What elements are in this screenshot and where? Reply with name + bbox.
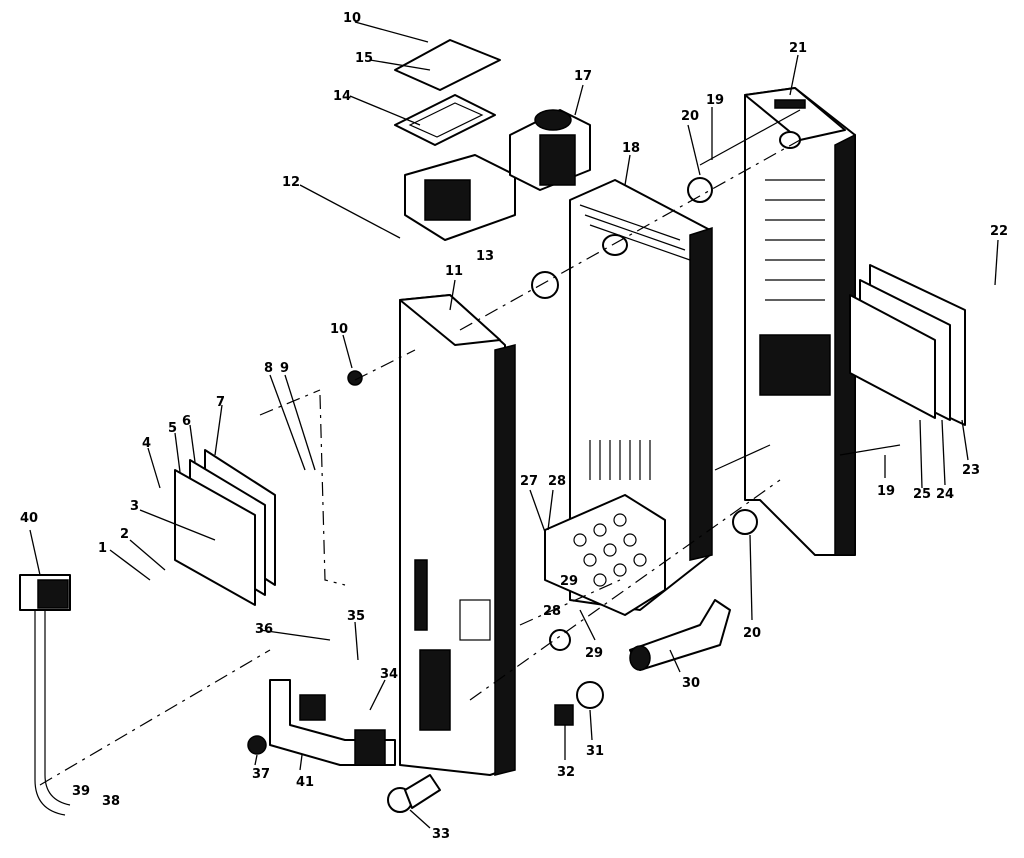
callout-5: 5 [168, 421, 177, 436]
leader-lines [29, 21, 999, 829]
callout-30: 30 [682, 676, 700, 691]
callout-labels: 1 2 3 4 5 6 7 8 9 10 10 11 12 13 14 15 1… [20, 11, 1008, 842]
callout-33: 33 [432, 827, 450, 842]
callout-19-top: 19 [706, 93, 724, 108]
callout-15: 15 [355, 51, 373, 66]
callout-14: 14 [333, 89, 351, 104]
callout-21: 21 [789, 41, 807, 56]
part-13-top-housing [404, 109, 591, 241]
callout-39: 39 [72, 784, 90, 799]
callout-18: 18 [622, 141, 640, 156]
callout-4: 4 [142, 436, 151, 451]
callout-20-top: 20 [681, 109, 699, 124]
callout-25: 25 [913, 487, 931, 502]
callout-31: 31 [586, 744, 604, 759]
callout-23: 23 [962, 463, 980, 478]
callout-27: 27 [520, 474, 538, 489]
part-40-control-tube [19, 574, 71, 816]
callout-7: 7 [216, 395, 225, 410]
callout-6: 6 [182, 414, 191, 429]
callout-10-left: 10 [330, 322, 348, 337]
rods [699, 109, 901, 471]
callout-20-bottom: 20 [743, 626, 761, 641]
callout-38: 38 [102, 794, 120, 809]
callout-17: 17 [574, 69, 592, 84]
fittings [247, 177, 758, 813]
callout-28-top: 28 [548, 474, 566, 489]
part-18-exchanger-panel [569, 179, 713, 611]
callout-11: 11 [445, 264, 463, 279]
part-23-25-side-plates [849, 264, 966, 426]
callout-28-mid: 28 [543, 604, 561, 619]
callout-9: 9 [280, 361, 289, 376]
callout-8: 8 [264, 361, 273, 376]
callout-29-left: 29 [585, 646, 603, 661]
callout-24: 24 [936, 487, 954, 502]
callout-36: 36 [255, 622, 273, 637]
callout-13: 13 [476, 249, 494, 264]
part-5-7-access-panel [174, 449, 276, 606]
part-29-burner-tray [544, 494, 666, 616]
callout-19-bottom: 19 [877, 484, 895, 499]
callout-1: 1 [98, 541, 107, 556]
part-30-connector [629, 599, 731, 671]
callout-34: 34 [380, 667, 398, 682]
callout-41: 41 [296, 775, 314, 790]
callout-40: 40 [20, 511, 38, 526]
callout-29-right: 29 [560, 574, 578, 589]
part-41-burner-tube [269, 679, 396, 766]
callout-35: 35 [347, 609, 365, 624]
callout-10-top: 10 [343, 11, 361, 26]
callout-2: 2 [120, 527, 129, 542]
callout-32: 32 [557, 765, 575, 780]
callout-22: 22 [990, 224, 1008, 239]
alignment-lines [39, 139, 801, 786]
callout-37: 37 [252, 767, 270, 782]
callout-3: 3 [130, 499, 139, 514]
callout-12: 12 [282, 175, 300, 190]
part-11-front-panel [399, 294, 516, 776]
part-14-15-top-plates [394, 39, 501, 146]
part-21-rear-panel [744, 87, 856, 556]
